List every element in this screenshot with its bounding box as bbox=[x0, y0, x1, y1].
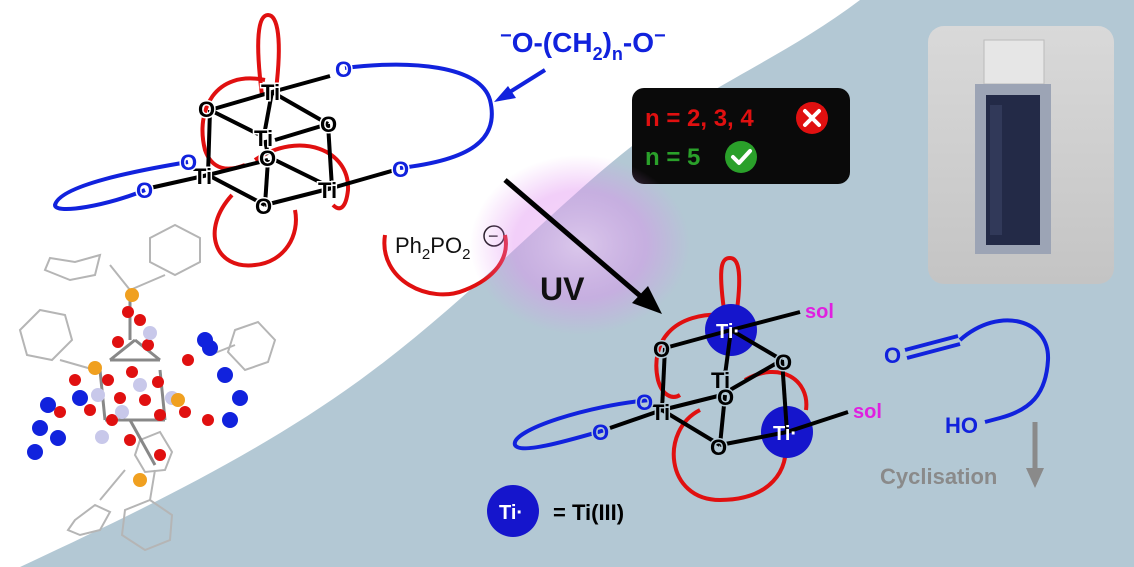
atom-o-blue-2: O bbox=[392, 157, 409, 182]
crystal-structure bbox=[18, 223, 277, 552]
hydroxyl-ho: HO bbox=[945, 413, 978, 438]
ti3-label-right: Ti· bbox=[773, 423, 797, 445]
atom-o-4: O bbox=[255, 194, 272, 219]
o-b4: O bbox=[710, 435, 727, 460]
o-b5: O bbox=[636, 390, 653, 415]
linker-charge-right: − bbox=[654, 25, 666, 47]
atom-o-3: O bbox=[259, 146, 276, 171]
atom-o-1: O bbox=[198, 97, 215, 122]
bottom-cluster: Ti· Ti· sol sol O O Ti O Ti O O O bbox=[512, 255, 882, 503]
o-b6: O bbox=[592, 420, 609, 445]
o-b2: O bbox=[775, 350, 792, 375]
o-b1: O bbox=[653, 337, 670, 362]
linker-charge-left: − bbox=[500, 25, 512, 47]
o-b3: O bbox=[717, 385, 734, 410]
uv-label: UV bbox=[540, 271, 585, 307]
atom-o-2: O bbox=[320, 112, 337, 137]
atom-o-blue-4: O bbox=[136, 178, 153, 203]
linker-formula: −O-(CH2)n-O− bbox=[500, 25, 666, 64]
sol-label-top: sol bbox=[805, 301, 834, 323]
atom-ti-mid: Ti bbox=[254, 126, 273, 151]
carbonyl-o: O bbox=[884, 343, 901, 368]
fail-condition: n = 2, 3, 4 bbox=[645, 105, 754, 132]
svg-text:−O-(CH2)n-O−: −O-(CH2)n-O− bbox=[500, 25, 666, 64]
atom-ti-top: Ti bbox=[261, 80, 280, 105]
substrate: O HO Cyclisation bbox=[880, 318, 1051, 489]
ti-b2: Ti bbox=[651, 400, 670, 425]
svg-text:Ph2PO2: Ph2PO2 bbox=[395, 233, 470, 263]
linker-arrow bbox=[494, 68, 547, 102]
ti-b1: Ti bbox=[711, 368, 730, 393]
conditions-panel: n = 2, 3, 4 n = 5 bbox=[632, 88, 850, 184]
sol-label-right: sol bbox=[853, 401, 882, 423]
cyclisation-label: Cyclisation bbox=[880, 464, 997, 489]
check-icon bbox=[725, 141, 757, 173]
atom-o-blue-1: O bbox=[335, 57, 352, 82]
uv-arrow: UV bbox=[470, 155, 690, 335]
pass-condition: n = 5 bbox=[645, 144, 700, 171]
ti3-legend: Ti· = Ti(III) bbox=[487, 485, 624, 537]
legend-text: = Ti(III) bbox=[553, 500, 624, 525]
cuvette-photo bbox=[928, 26, 1114, 284]
atom-o-blue-3: O bbox=[180, 150, 197, 175]
atom-ti-left: Ti bbox=[193, 164, 212, 189]
svg-text:Ti·: Ti· bbox=[499, 502, 523, 524]
ti3-label-top: Ti· bbox=[716, 321, 740, 343]
atom-ti-right: Ti bbox=[318, 178, 337, 203]
top-cluster: Ti Ti Ti Ti O O O O O O O O bbox=[52, 12, 494, 268]
